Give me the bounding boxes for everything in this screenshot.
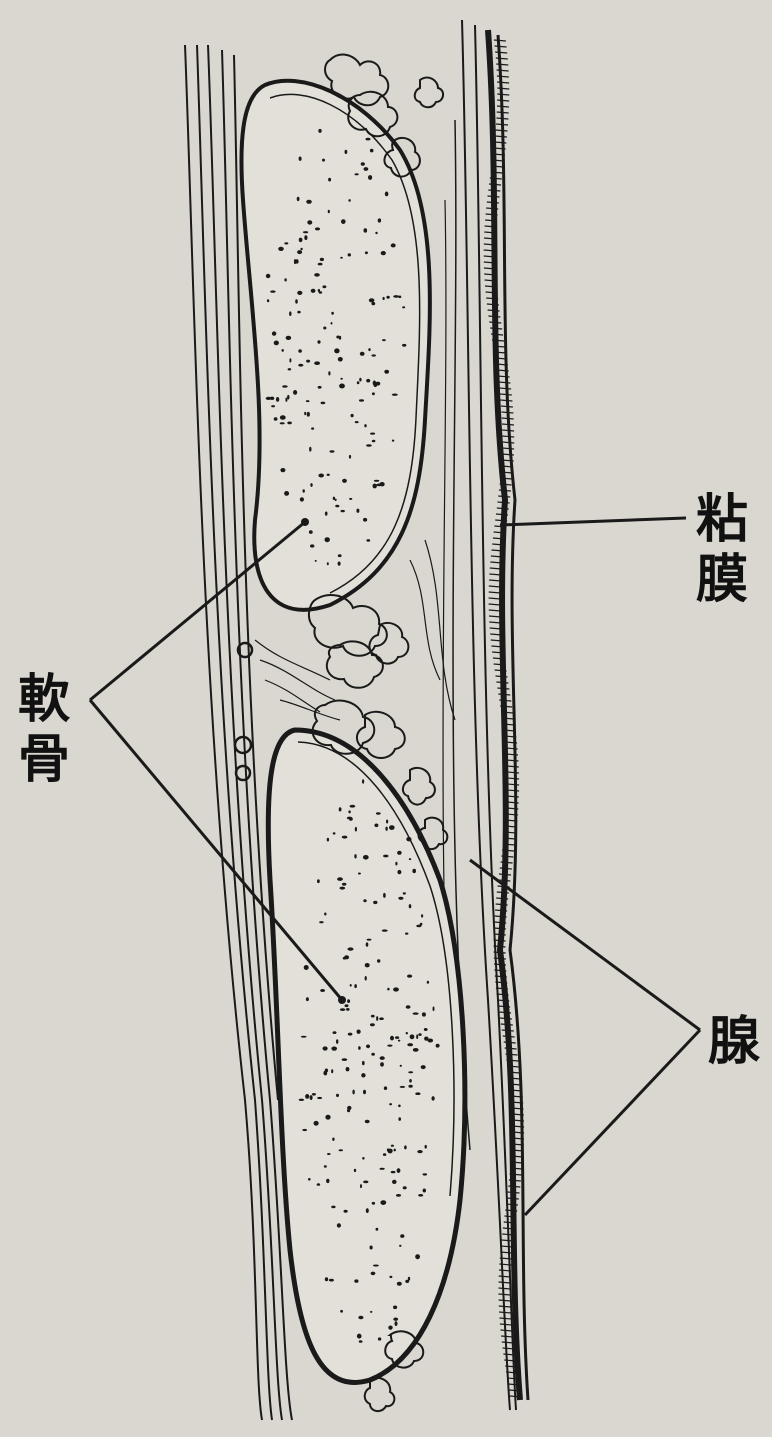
label-gland: 腺 <box>704 1012 764 1072</box>
label-mucosa-char-2: 膜 <box>692 550 752 610</box>
label-cartilage-char-2: 骨 <box>14 730 74 790</box>
label-cartilage: 軟 骨 <box>14 670 74 790</box>
cartilage-plate-upper <box>241 81 429 610</box>
label-gland-char-1: 腺 <box>704 1012 764 1072</box>
label-mucosa: 粘 膜 <box>692 490 752 610</box>
label-cartilage-char-1: 軟 <box>14 670 74 730</box>
label-mucosa-char-1: 粘 <box>692 490 752 550</box>
